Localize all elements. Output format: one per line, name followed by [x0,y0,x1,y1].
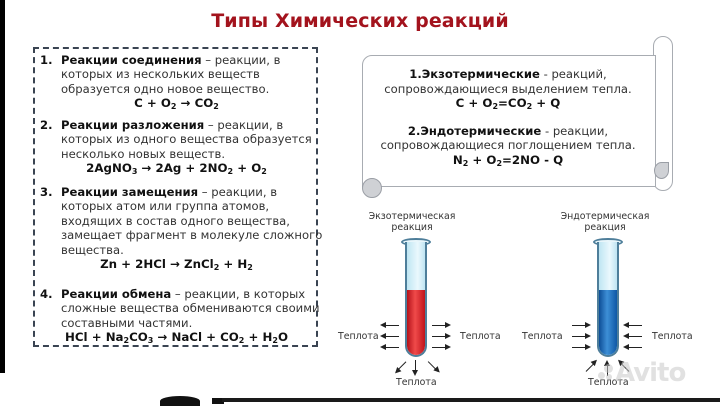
heat-out-arrow-icon [411,360,419,376]
watermark: Avito [615,358,686,388]
exo-heat-bottom: Теплота [396,377,437,388]
bottom-shape [160,396,200,406]
endo-tube-label: Эндотермическая реакция [545,211,665,233]
formula-3: Zn + 2HCl → ZnCl2 + H2 [100,257,253,272]
exothermic-formula: C + O2=CO2 + Q [455,96,561,111]
endo-test-tube [597,242,619,357]
exo-tube-label: Экзотермическая реакция [352,211,472,233]
reaction-description: – реакции, в которых атом или группа ато… [61,185,323,257]
formula-1: C + O2 → CO2 [134,96,219,111]
heat-in-arrow-icon [572,321,591,329]
reaction-name: Реакции разложения [61,118,205,132]
reaction-name: Реакции замещения [61,185,199,199]
heat-out-arrow-icon [427,361,439,372]
formula-2: 2AgNO3 → 2Ag + 2NO2 + O2 [86,161,267,176]
heat-in-arrow-icon [623,332,642,340]
heat-in-arrow-icon [623,343,642,351]
heat-out-arrow-icon [380,343,399,351]
heat-out-arrow-icon [380,321,399,329]
bottom-shape [212,398,224,404]
exothermic-desc: - реакций, [539,67,607,81]
reaction-name: Реакции соединения [61,53,202,67]
exo-label-line1: Экзотермическая [368,211,456,222]
heat-in-arrow-icon [572,332,591,340]
item-number: 3. [40,185,53,199]
left-edge-bar [0,0,5,373]
reaction-types-box: 1. Реакции соединения – реакции, в котор… [33,47,322,347]
endo-label-line2: реакция [584,222,626,233]
exothermic-desc-2: сопровождающиеся выделением тепла. [384,81,632,96]
exothermic-name: 1.Экзотермические [409,67,540,81]
item-number: 1. [40,53,53,67]
exo-label-line2: реакция [391,222,433,233]
endothermic-desc: - реакции, [541,123,609,138]
thermal-scroll [362,55,656,187]
heat-out-arrow-icon [395,361,407,372]
heat-in-arrow-icon [572,343,591,351]
item-number: 4. [40,287,53,301]
endo-liquid [599,290,617,355]
scroll-curl-icon [362,178,382,198]
heat-out-arrow-icon [380,332,399,340]
heat-in-arrow-icon [585,361,597,372]
endothermic-desc-2: сопровождающиеся поглощением тепла. [380,138,636,152]
heat-out-arrow-icon [432,332,451,340]
exo-heat-right: Теплота [460,331,501,342]
heat-out-arrow-icon [432,321,451,329]
page-title: Типы Химических реакций [211,10,509,32]
heat-in-arrow-icon [623,321,642,329]
item-number: 2. [40,118,53,132]
endo-label-line1: Эндотермическая [560,211,650,222]
thermal-content: 1.Экзотермические - реакций, сопровождаю… [362,67,654,167]
endo-heat-left: Теплота [522,331,563,342]
reaction-description: – реакции, в которых сложные вещества об… [61,287,320,330]
exo-test-tube [405,242,427,357]
bottom-edge-line [222,398,720,402]
reaction-description: – реакции, в которых из нескольких вещес… [61,53,281,96]
scroll-curl-icon [654,162,669,179]
endothermic-formula: N2 + O2=2NO - Q [452,152,564,168]
reaction-name: Реакции обмена [61,287,172,301]
exo-liquid [407,290,425,355]
endothermic-name: 2.Эндотермические [407,123,542,138]
reaction-description: – реакции, в которых из одного вещества … [61,118,312,161]
formula-4: HCl + Na2CO3 → NaCl + CO2 + H2O [65,330,288,345]
exo-heat-left: Теплота [338,331,379,342]
endo-heat-right: Теплота [652,331,693,342]
heat-out-arrow-icon [432,343,451,351]
endo-heat-bottom: Теплота [588,377,629,388]
avito-logo-icon [598,364,616,382]
